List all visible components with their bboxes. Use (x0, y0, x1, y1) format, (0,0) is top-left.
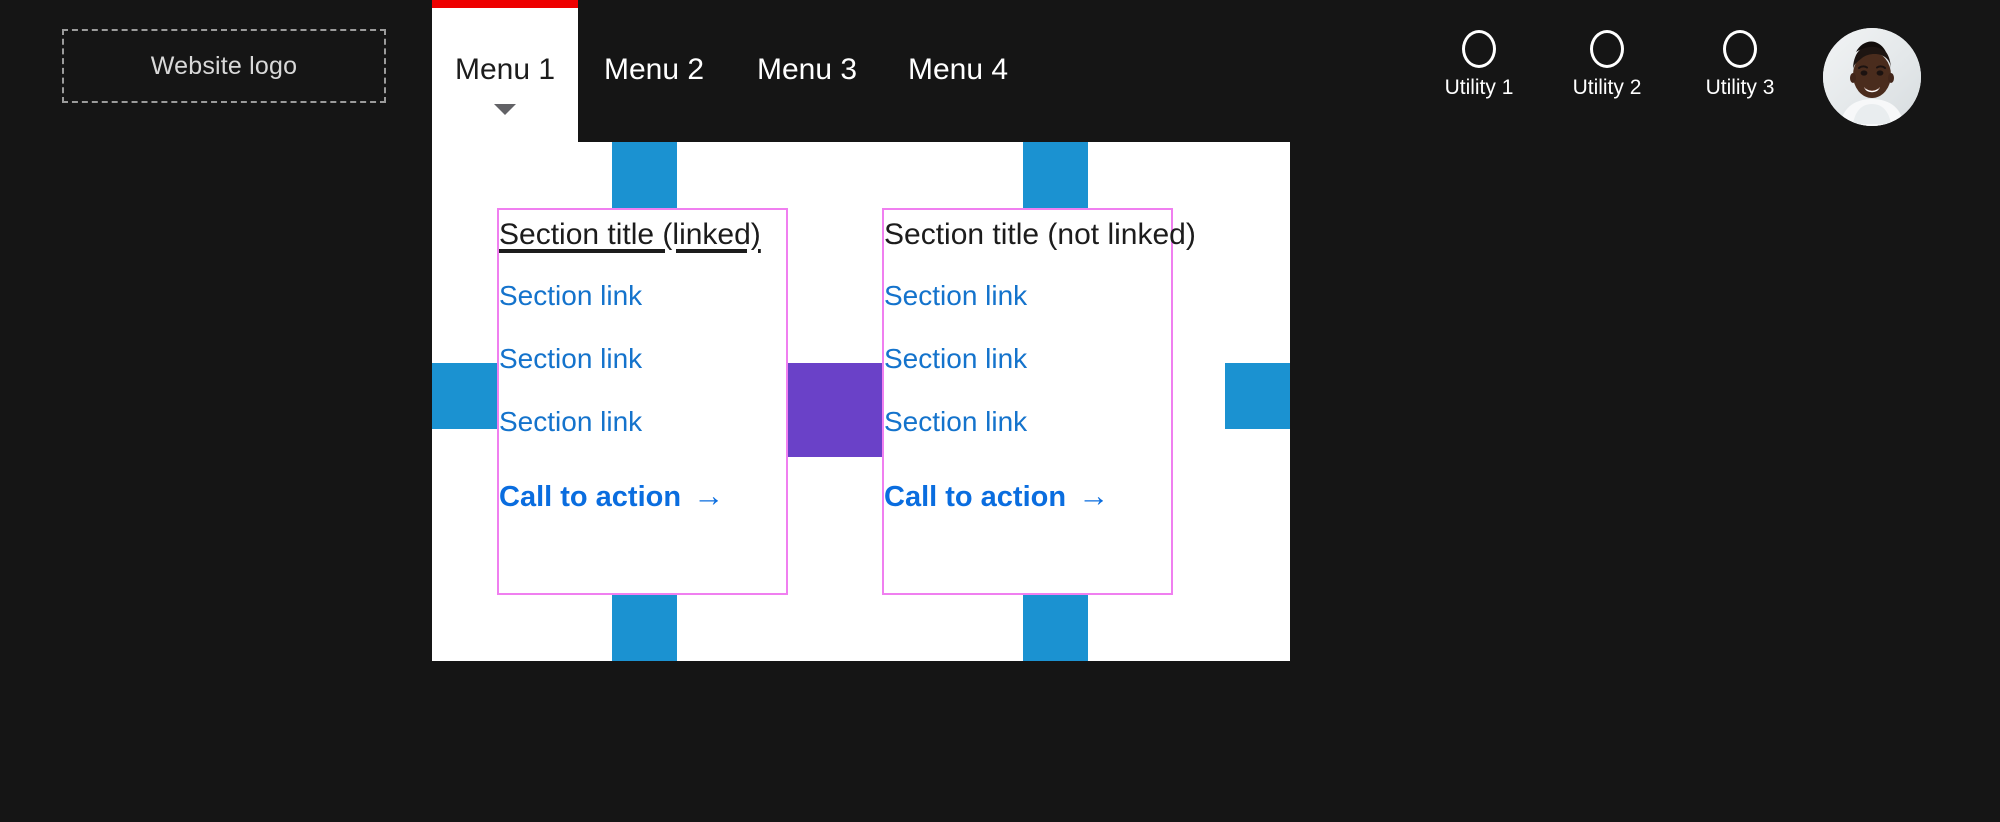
section-title-linked[interactable]: Section title (linked) (499, 218, 761, 251)
call-to-action-link[interactable]: Call to action → (884, 478, 1109, 515)
utility-item-1-label: Utility 1 (1444, 76, 1514, 99)
section-link[interactable]: Section link (884, 280, 1028, 311)
spacing-marker-bottom-right (1023, 595, 1088, 661)
utility-item-3[interactable]: Utility 3 (1680, 30, 1800, 100)
website-logo-label: Website logo (150, 51, 298, 80)
dropdown-section-column-1: Section title (linked) Section link Sect… (497, 208, 788, 595)
call-to-action-label: Call to action (499, 481, 682, 513)
active-tab-indicator (432, 0, 578, 8)
dropdown-section-column-2: Section title (not linked) Section link … (882, 208, 1196, 595)
avatar[interactable] (1823, 28, 1921, 126)
utility-item-2-label: Utility 2 (1572, 76, 1642, 99)
arrow-right-icon: → (693, 478, 725, 513)
section-title-not-linked: Section title (not linked) (884, 218, 1196, 251)
section-link[interactable]: Section link (884, 343, 1028, 374)
top-navigation-bar: Website logo Menu 1 Menu 2 Menu 3 Menu 4… (0, 0, 2000, 142)
section-link[interactable]: Section link (499, 280, 643, 311)
user-avatar-photo (1823, 28, 1921, 126)
utility-item-1[interactable]: Utility 1 (1419, 30, 1539, 100)
spacing-marker-top-left (612, 142, 677, 208)
nav-item-menu-3[interactable]: Menu 3 (757, 53, 858, 86)
section-link[interactable]: Section link (499, 406, 643, 437)
arrow-right-icon: → (1078, 478, 1110, 513)
spacing-marker-mid-left (432, 363, 497, 429)
nav-item-menu-4[interactable]: Menu 4 (908, 53, 1009, 86)
circle-icon (1590, 30, 1624, 68)
utility-item-3-label: Utility 3 (1705, 76, 1775, 99)
call-to-action-label: Call to action (884, 481, 1067, 513)
circle-icon (1723, 30, 1757, 68)
spacing-marker-top-right (1023, 142, 1088, 208)
nav-item-menu-1[interactable]: Menu 1 (432, 0, 578, 142)
nav-item-menu-1-label: Menu 1 (454, 53, 556, 86)
utility-item-2[interactable]: Utility 2 (1547, 30, 1667, 100)
section-link[interactable]: Section link (884, 406, 1028, 437)
website-logo-placeholder[interactable]: Website logo (62, 29, 386, 103)
spacing-marker-mid-right (1225, 363, 1290, 429)
spacing-marker-bottom-left (612, 595, 677, 661)
call-to-action-link[interactable]: Call to action → (499, 478, 724, 515)
chevron-down-icon (494, 104, 516, 115)
column-gap-marker (788, 363, 884, 457)
section-link[interactable]: Section link (499, 343, 643, 374)
circle-icon (1462, 30, 1496, 68)
nav-item-menu-2[interactable]: Menu 2 (604, 53, 705, 86)
